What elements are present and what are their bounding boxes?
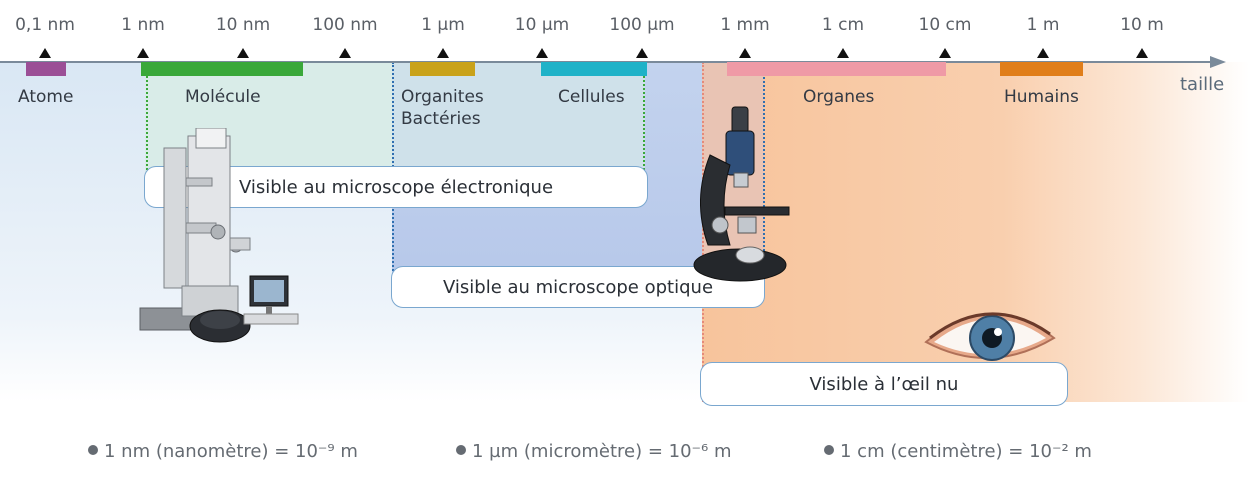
tick-label: 1 m bbox=[1026, 15, 1060, 35]
category-organes: Organes bbox=[803, 87, 875, 107]
tick-marker-icon bbox=[339, 48, 351, 58]
tick-label: 10 cm bbox=[918, 15, 972, 35]
tick-marker-icon bbox=[39, 48, 51, 58]
tick-label: 10 nm bbox=[215, 15, 271, 35]
bar-molecule bbox=[141, 62, 303, 76]
bullet-icon bbox=[456, 445, 466, 455]
tick-label: 1 nm bbox=[121, 15, 165, 35]
optical-microscope-icon bbox=[693, 106, 790, 282]
tick-marker-icon bbox=[137, 48, 149, 58]
tick-marker-icon bbox=[1037, 48, 1049, 58]
category-organites-bacteries: Organites Bactéries bbox=[401, 87, 484, 129]
tick-label: 1 µm bbox=[421, 15, 465, 35]
bullet-icon bbox=[824, 445, 834, 455]
eye-icon bbox=[924, 312, 1056, 361]
bar-atome bbox=[26, 62, 66, 76]
tick-marker-icon bbox=[837, 48, 849, 58]
tick-label: 10 µm bbox=[514, 15, 570, 35]
tick-label: 10 m bbox=[1120, 15, 1164, 35]
category-humains: Humains bbox=[1004, 87, 1079, 107]
cell-boundary-line bbox=[643, 76, 645, 186]
electron-optical-overlap bbox=[392, 62, 645, 182]
category-molecule: Molécule bbox=[185, 87, 261, 107]
tick-marker-icon bbox=[536, 48, 548, 58]
tick-marker-icon bbox=[1136, 48, 1148, 58]
tick-marker-icon bbox=[939, 48, 951, 58]
tick-label: 100 µm bbox=[609, 15, 675, 35]
tick-label: 1 mm bbox=[720, 15, 770, 35]
category-atome: Atome bbox=[18, 87, 74, 107]
bullet-icon bbox=[88, 445, 98, 455]
unit-note-nm: 1 nm (nanomètre) = 10⁻⁹ m bbox=[88, 441, 358, 462]
eye-boundary-line bbox=[702, 62, 704, 402]
bar-cellules bbox=[541, 62, 647, 76]
electron-microscope-icon bbox=[139, 128, 299, 343]
tick-label: 0,1 nm bbox=[15, 15, 75, 35]
tick-label: 1 cm bbox=[821, 15, 865, 35]
tick-marker-icon bbox=[437, 48, 449, 58]
bar-organes bbox=[727, 62, 946, 76]
unit-note-cm: 1 cm (centimètre) = 10⁻² m bbox=[824, 441, 1092, 462]
category-cellules: Cellules bbox=[558, 87, 625, 107]
molecule-boundary-line bbox=[146, 76, 148, 186]
tick-marker-icon bbox=[237, 48, 249, 58]
tick-label: 100 nm bbox=[312, 15, 378, 35]
tick-marker-icon bbox=[636, 48, 648, 58]
bar-humains bbox=[1000, 62, 1083, 76]
unit-note-um: 1 µm (micromètre) = 10⁻⁶ m bbox=[456, 441, 732, 462]
tick-marker-icon bbox=[739, 48, 751, 58]
bar-organites-bacteries bbox=[410, 62, 475, 76]
optical-right-boundary-line bbox=[763, 62, 765, 282]
axis-arrow-icon bbox=[1210, 56, 1226, 68]
axis-title: taille bbox=[1180, 74, 1225, 95]
naked-eye-label: Visible à l’œil nu bbox=[700, 362, 1068, 406]
